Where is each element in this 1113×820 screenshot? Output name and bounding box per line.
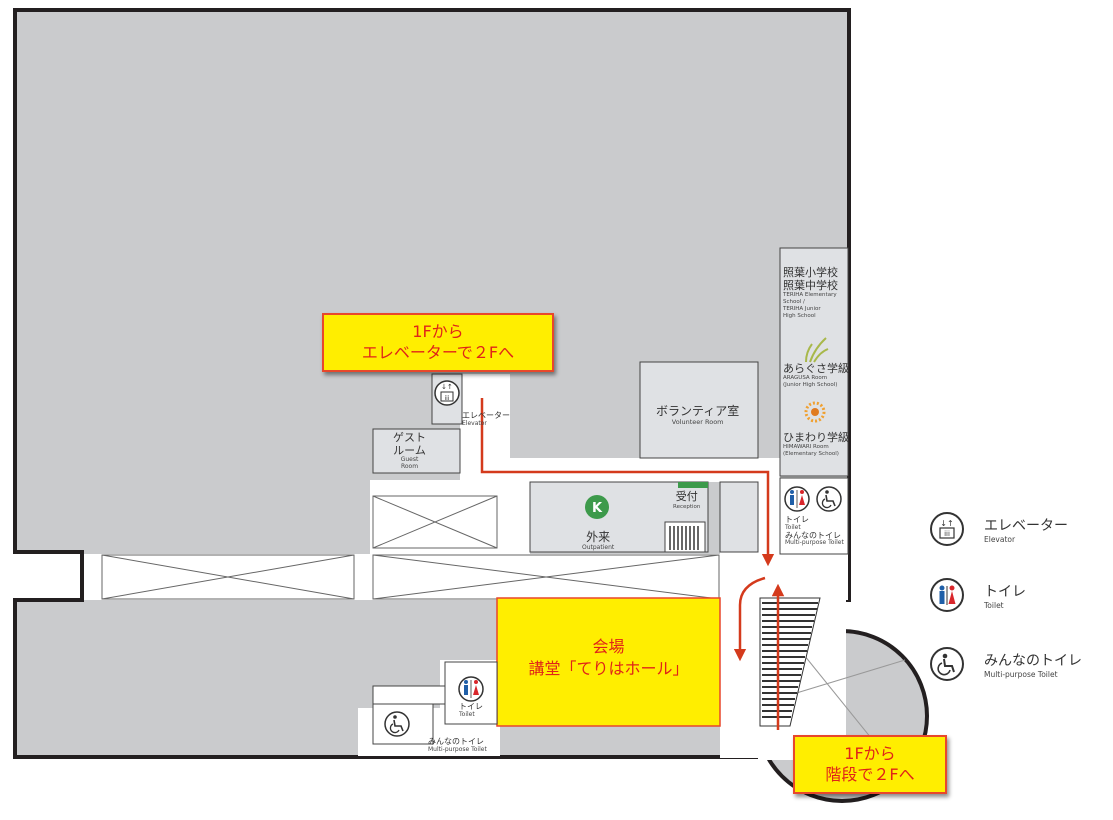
himawari-sunflower-icon [804,401,826,423]
outpatient-label: 外来 Outpatient [582,530,615,551]
svg-text:↓↑: ↓↑ [940,519,953,528]
elevator-route-callout: 1Fから エレベーターで２Fへ [322,313,554,372]
venue-hall [496,597,721,727]
reception-stair [664,521,706,553]
himawari-label: ひまわり学級 HIMAWARI Room (Elementary School) [783,431,849,458]
aragusa-grass-icon [805,337,829,363]
volunteer-room-label: ボランティア室 Volunteer Room [656,404,740,426]
aragusa-label: あらぐさ学級 ARAGUSA Room (Junior High School) [783,362,849,389]
route-arrows [480,398,785,730]
stair-turn-arrow [733,576,766,662]
toilet-bottom-icon [458,676,484,702]
toilet-icon [784,486,810,512]
legend-toilet-icon [930,578,964,612]
school-label: 照葉小学校 照葉中学校 TERIHA Elementary School / T… [783,266,838,319]
mp-toilet-bottom-label: みんなのトイレ Multi-purpose Toilet [428,737,487,753]
stairs-route-callout: 1Fから 階段で２Fへ [793,735,947,794]
small-room-right [719,481,759,553]
elevator-label: エレベーター Elevator [462,411,510,427]
void-areas [101,495,720,600]
toilet-bottom-room [444,661,498,725]
wheelchair-icon [816,486,842,512]
svg-text:iii: iii [444,395,449,402]
legend-elevator-icon: ↓↑ iii [930,512,964,546]
guest-room [372,428,461,474]
volunteer-room [639,361,759,459]
wheelchair-bottom-icon [384,711,410,737]
legend-elevator: ↓↑ iii エレベーター Elevator [930,512,1068,546]
outpatient-marker: K [585,495,609,519]
main-stair [759,597,821,727]
legend-toilet: トイレ Toilet [930,578,1026,612]
legend-wheelchair: みんなのトイレ Multi-purpose Toilet [930,647,1082,681]
reception-label: 受付 Reception [673,490,701,510]
toilet-right-label: トイレ Toilet みんなのトイレ Multi-purpose Toilet [785,515,844,547]
reception-stair-steps [669,526,699,550]
svg-text:iii: iii [944,530,950,538]
toilet-bottom-label: トイレ Toilet [459,702,483,718]
elevator-icon: ↓↑ iii [434,380,460,406]
legend-wheelchair-icon [930,647,964,681]
svg-text:↓↑: ↓↑ [441,383,453,391]
elevator-route-arrow [480,398,775,567]
svg-text:K: K [592,501,603,516]
venue-label: 会場 講堂「てりはホール」 [528,637,689,678]
guest-room-label: ゲスト ルーム Guest Room [393,431,426,471]
